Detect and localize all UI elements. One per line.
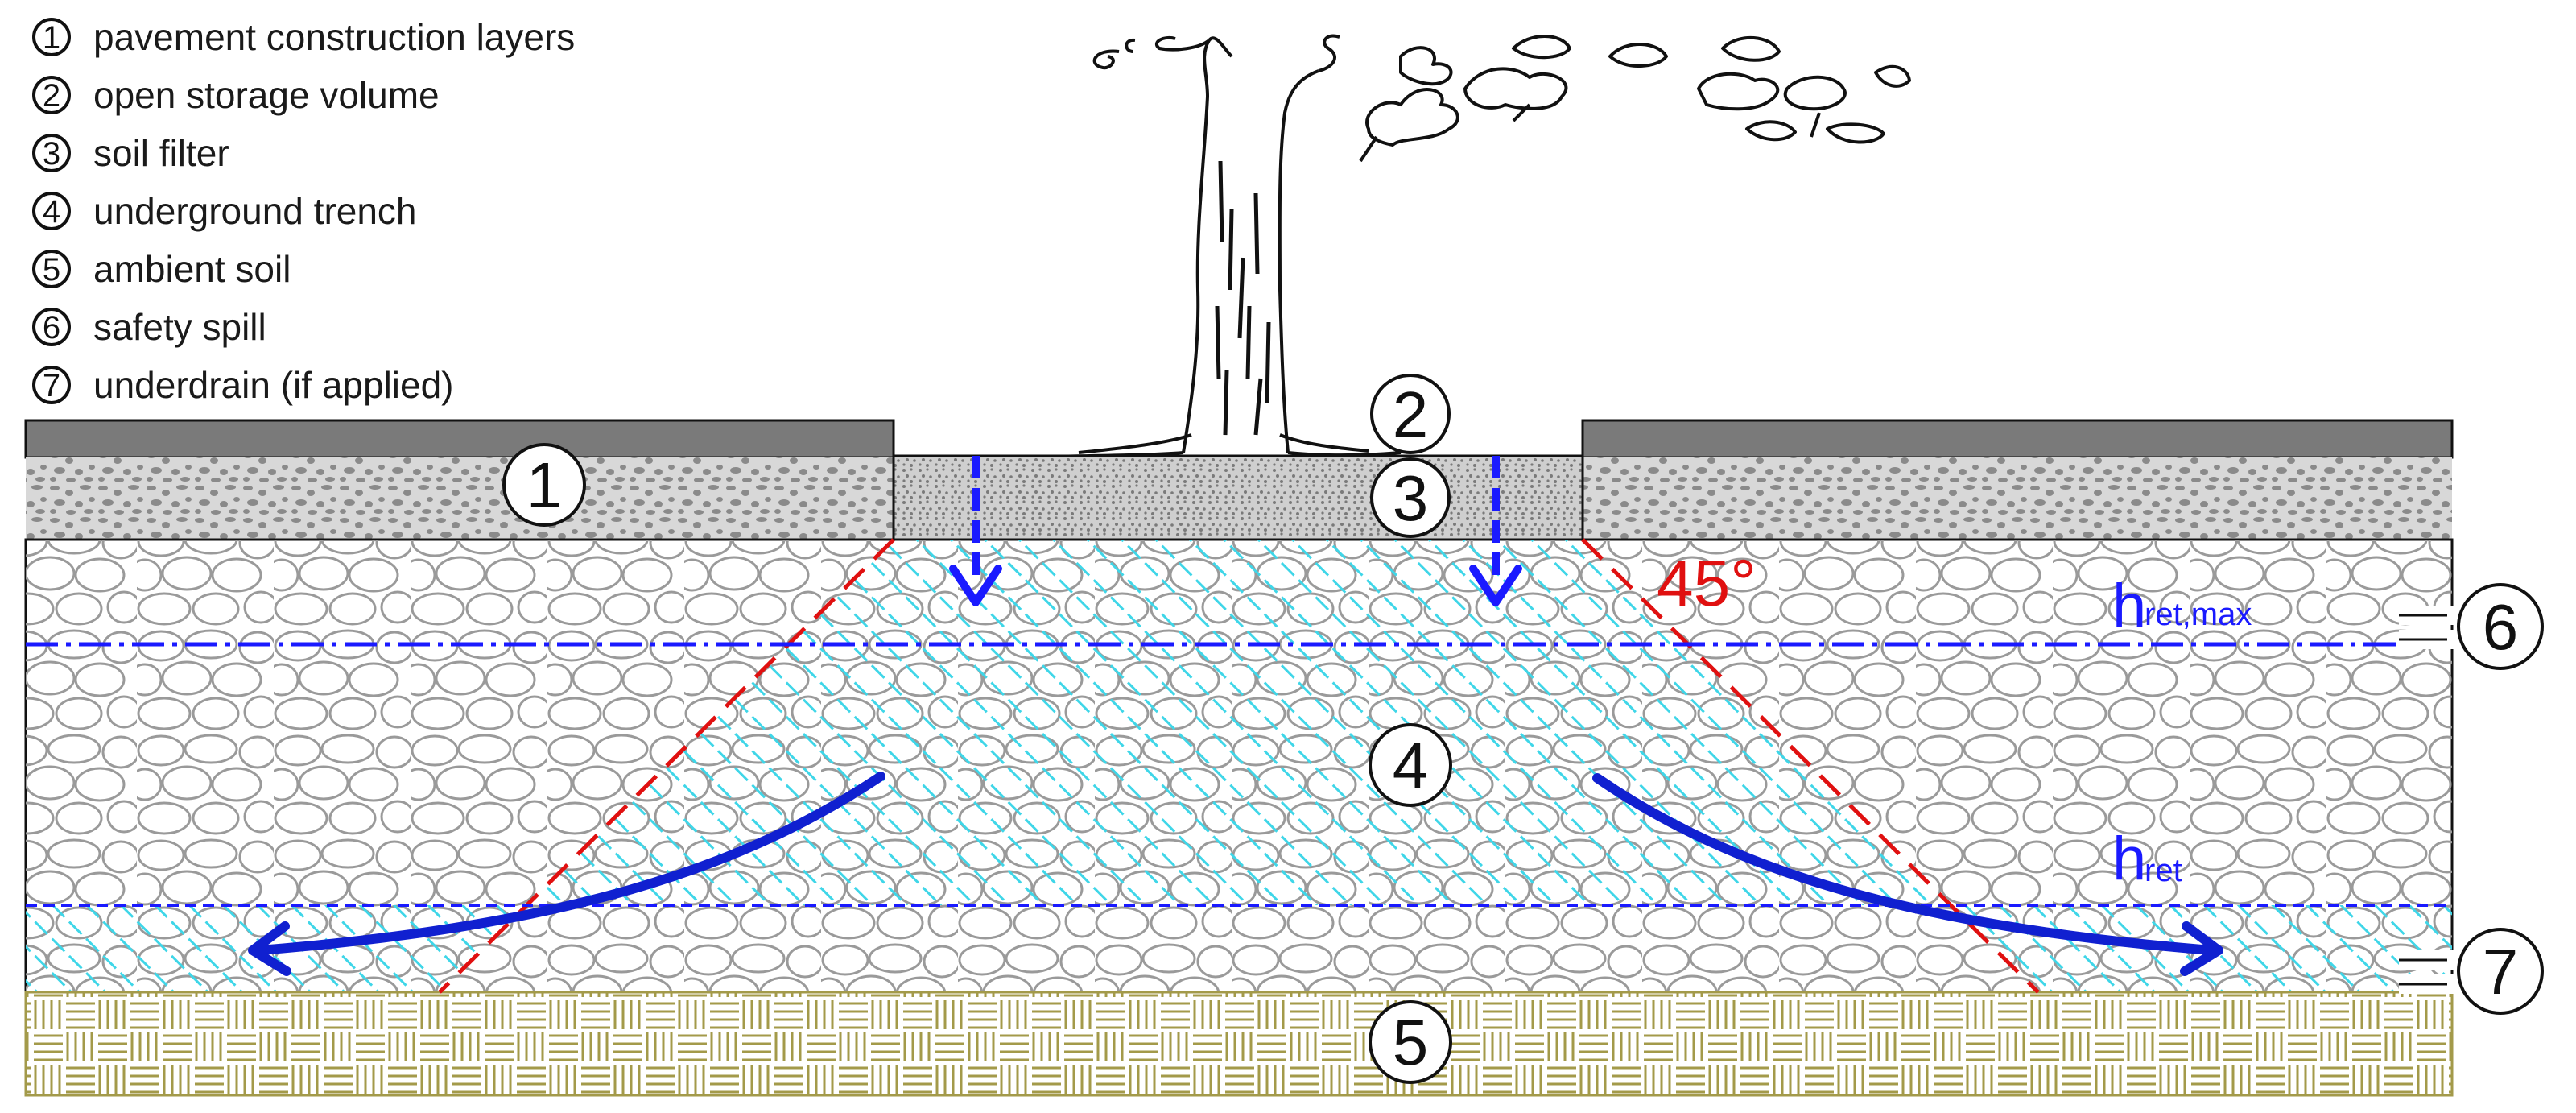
- pavement-surface-right: [1581, 419, 2454, 459]
- legend-item-1: 1 pavement construction layers: [32, 16, 575, 58]
- callout-4: 4: [1368, 723, 1452, 807]
- legend-item-4: 4 underground trench: [32, 190, 417, 232]
- angle-label: 45°: [1657, 547, 1757, 620]
- callout-1: 1: [502, 443, 586, 527]
- legend-number-circle: [32, 192, 71, 230]
- legend-label: soil filter: [93, 132, 229, 174]
- legend-number: 4: [43, 194, 60, 230]
- callout-number: 6: [2483, 591, 2519, 663]
- legend-label: pavement construction layers: [93, 16, 575, 58]
- legend-item-7: 7 underdrain (if applied): [32, 364, 454, 406]
- callout-7: 7: [2399, 928, 2544, 1015]
- tree-icon: [1005, 34, 1911, 459]
- callout-number: 7: [2483, 936, 2519, 1007]
- callout-5: 5: [1368, 1000, 1452, 1084]
- pavement-base-left: [26, 457, 894, 540]
- legend-number-circle: [32, 250, 71, 288]
- label-h-ret: h ret: [2112, 825, 2182, 893]
- flow-arrow-left: [248, 772, 886, 976]
- legend-item-5: 5 ambient soil: [32, 248, 291, 290]
- callout-number: 4: [1393, 730, 1429, 801]
- callout-number: 2: [1393, 379, 1429, 450]
- legend-number: 5: [43, 252, 60, 288]
- label-h-ret-max: h ret,max: [2112, 572, 2252, 640]
- legend-number-circle: [32, 18, 71, 56]
- callout-number: 1: [526, 449, 563, 521]
- legend-item-2: 2 open storage volume: [32, 74, 440, 116]
- legend-number-circle: [32, 366, 71, 404]
- legend-number: 2: [43, 78, 60, 114]
- soil-filter: [892, 454, 1584, 541]
- spread-line-left: [438, 538, 895, 994]
- infiltration-arrow-left: [949, 456, 1002, 606]
- legend-label: safety spill: [93, 306, 266, 348]
- spread-line-right: [1581, 538, 2040, 994]
- legend-number-circle: [32, 308, 71, 346]
- legend-number-circle: [32, 76, 71, 114]
- h-ret-max-symbol: h: [2112, 572, 2146, 640]
- ambient-soil: [24, 991, 2454, 1097]
- infiltration-arrow-right: [1469, 456, 1522, 606]
- legend-label: underground trench: [93, 190, 417, 232]
- legend-number: 6: [43, 310, 60, 345]
- callout-number: 3: [1393, 462, 1429, 534]
- callout-2: 2: [1370, 374, 1451, 454]
- flow-arrow-right: [1592, 773, 2223, 976]
- underground-trench: [24, 538, 2454, 994]
- legend-label: ambient soil: [93, 248, 291, 290]
- callout-3: 3: [1370, 457, 1451, 538]
- legend-number-circle: [32, 134, 71, 172]
- pavement-right: [1581, 419, 2454, 544]
- pavement-surface-left: [24, 419, 895, 459]
- callout-6: 6: [2399, 583, 2544, 670]
- legend-label: open storage volume: [93, 74, 440, 116]
- legend-number: 1: [43, 20, 60, 56]
- legend-item-6: 6 safety spill: [32, 306, 266, 348]
- pavement-base-right: [1583, 457, 2452, 540]
- legend-label: underdrain (if applied): [93, 364, 454, 406]
- h-ret-max-subscript: ret,max: [2145, 597, 2252, 632]
- callout-number: 5: [1393, 1007, 1429, 1078]
- pavement-left: [24, 419, 895, 544]
- legend-item-3: 3 soil filter: [32, 132, 229, 174]
- legend-number: 7: [43, 368, 60, 403]
- legend-number: 3: [43, 136, 60, 172]
- h-ret-subscript: ret: [2145, 853, 2182, 888]
- legend: 1 pavement construction layers 2 open st…: [32, 16, 575, 406]
- h-ret-symbol: h: [2112, 825, 2146, 893]
